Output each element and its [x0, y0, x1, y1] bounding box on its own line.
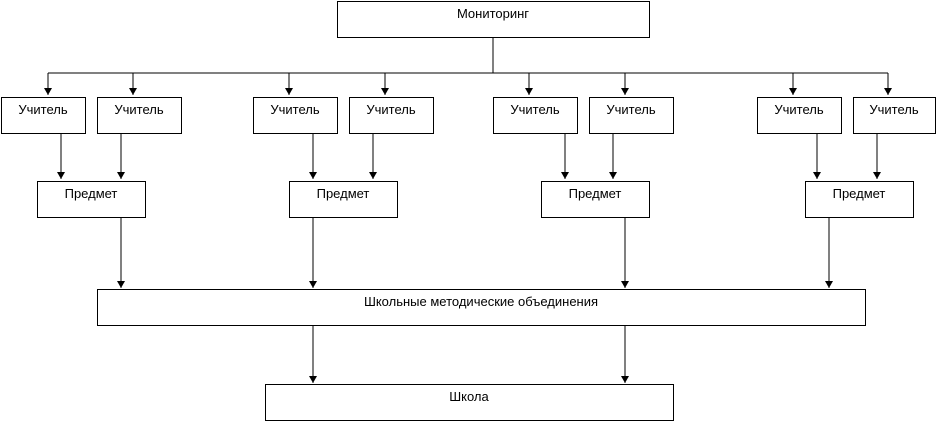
group-1: Учитель Учитель Предмет	[1, 97, 182, 218]
connectors-subjects	[117, 217, 833, 288]
connectors-associations	[309, 325, 629, 383]
teacher-node-label: Учитель	[366, 102, 415, 117]
teacher-node-label: Учитель	[606, 102, 655, 117]
connectors-monitoring	[44, 37, 892, 95]
subject-node-label: Предмет	[833, 186, 886, 201]
subject-node-label: Предмет	[65, 186, 118, 201]
teacher-node-label: Учитель	[18, 102, 67, 117]
connectors-teachers	[57, 133, 881, 179]
associations-label: Школьные методические объединения	[364, 294, 598, 309]
subject-node-label: Предмет	[569, 186, 622, 201]
monitoring-node: Мониторинг	[337, 1, 650, 38]
teacher-node-label: Учитель	[774, 102, 823, 117]
group-4: Учитель Учитель Предмет	[757, 97, 936, 218]
school-node: Школа	[265, 384, 674, 421]
teacher-node-label: Учитель	[270, 102, 319, 117]
teacher-node-label: Учитель	[114, 102, 163, 117]
teacher-node-label: Учитель	[869, 102, 918, 117]
group-2: Учитель Учитель Предмет	[253, 97, 434, 218]
subject-node-label: Предмет	[317, 186, 370, 201]
teacher-node-label: Учитель	[510, 102, 559, 117]
school-label: Школа	[449, 389, 489, 404]
group-3: Учитель Учитель Предмет	[493, 97, 674, 218]
associations-node: Школьные методические объединения	[97, 289, 866, 326]
monitoring-label: Мониторинг	[457, 6, 529, 21]
